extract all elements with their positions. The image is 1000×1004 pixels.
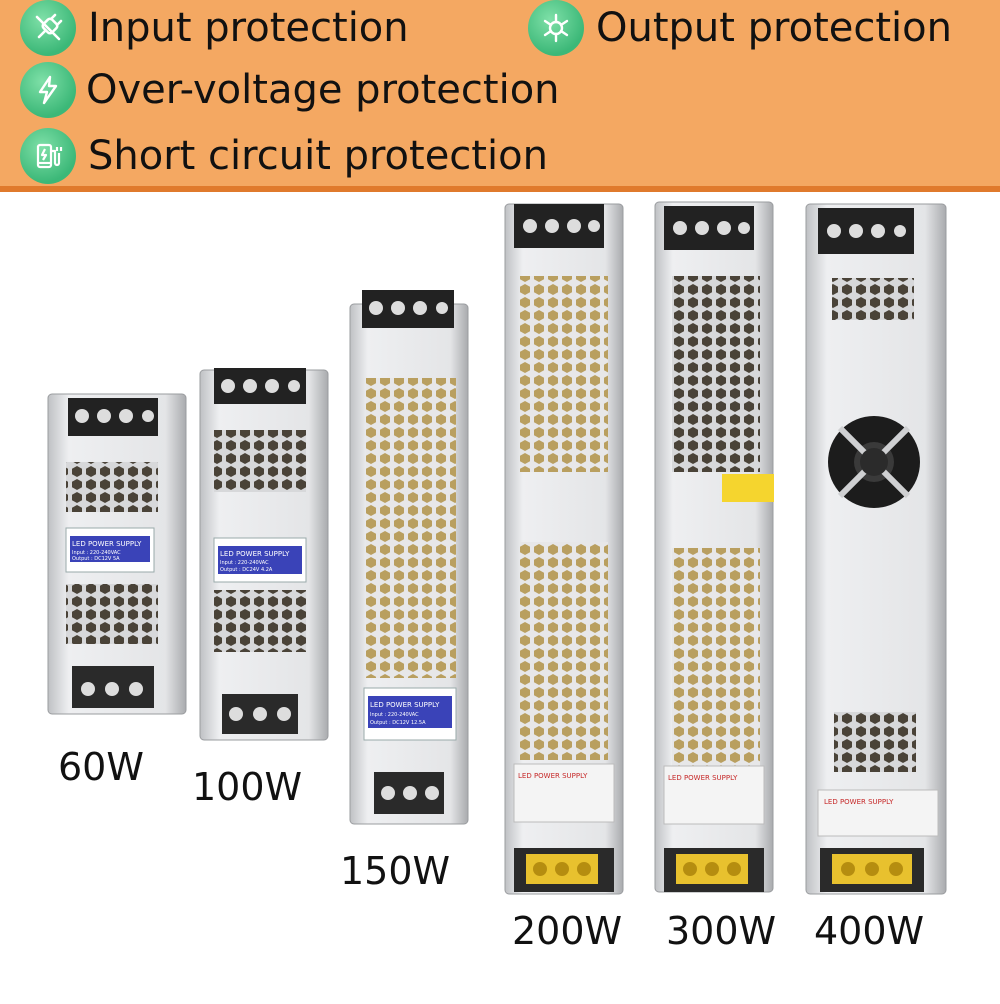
sticker-title-200w: LED POWER SUPPLY	[518, 772, 588, 780]
product-photo: 60W 100W 150W	[0, 192, 1000, 1000]
feature-label: Over-voltage protection	[86, 67, 560, 113]
wattage-label-300w: 300W	[666, 909, 776, 953]
sticker-input-60w: Input : 220-240VAC	[72, 550, 121, 556]
power-supply-300w	[654, 201, 774, 893]
power-supply-100w	[199, 368, 329, 741]
feature-short-circuit-protection: Short circuit protection	[20, 128, 548, 184]
power-supplies-illustration: 60W 100W 150W	[47, 201, 947, 953]
feature-label: Input protection	[88, 5, 409, 51]
wattage-label-200w: 200W	[512, 909, 622, 953]
power-supply-150w	[349, 290, 469, 825]
wattage-label-100w: 100W	[192, 765, 302, 809]
sticker-output-60w: Output : DC12V 5A	[72, 556, 120, 562]
feature-label: Output protection	[596, 5, 952, 51]
sticker-title-150w: LED POWER SUPPLY	[370, 701, 440, 709]
feature-over-voltage-protection: Over-voltage protection	[20, 62, 560, 118]
wattage-label-60w: 60W	[58, 745, 144, 789]
circuit-icon	[528, 0, 584, 56]
feature-label: Short circuit protection	[88, 133, 548, 179]
power-supply-200w	[504, 203, 624, 895]
sticker-title-300w: LED POWER SUPPLY	[668, 774, 738, 782]
power-supply-60w	[47, 393, 187, 715]
charger-icon	[20, 128, 76, 184]
sticker-input-150w: Input : 220-240VAC	[370, 712, 419, 718]
wattage-label-150w: 150W	[340, 849, 450, 893]
feature-output-protection: Output protection	[528, 0, 952, 56]
lightning-icon	[20, 62, 76, 118]
sticker-output-150w: Output : DC12V 12.5A	[370, 720, 426, 726]
feature-input-protection: Input protection	[20, 0, 409, 56]
sticker-title-400w: LED POWER SUPPLY	[824, 798, 894, 806]
plug-icon	[20, 0, 76, 56]
sticker-output-100w: Output : DC24V 4.2A	[220, 567, 273, 573]
sticker-title-100w: LED POWER SUPPLY	[220, 550, 290, 558]
sticker-input-100w: Input : 220-240VAC	[220, 560, 269, 566]
wattage-label-400w: 400W	[814, 909, 924, 953]
sticker-title-60w: LED POWER SUPPLY	[72, 540, 142, 548]
feature-banner: Input protection Output protection Over-…	[0, 0, 1000, 192]
power-supply-400w	[805, 203, 947, 895]
